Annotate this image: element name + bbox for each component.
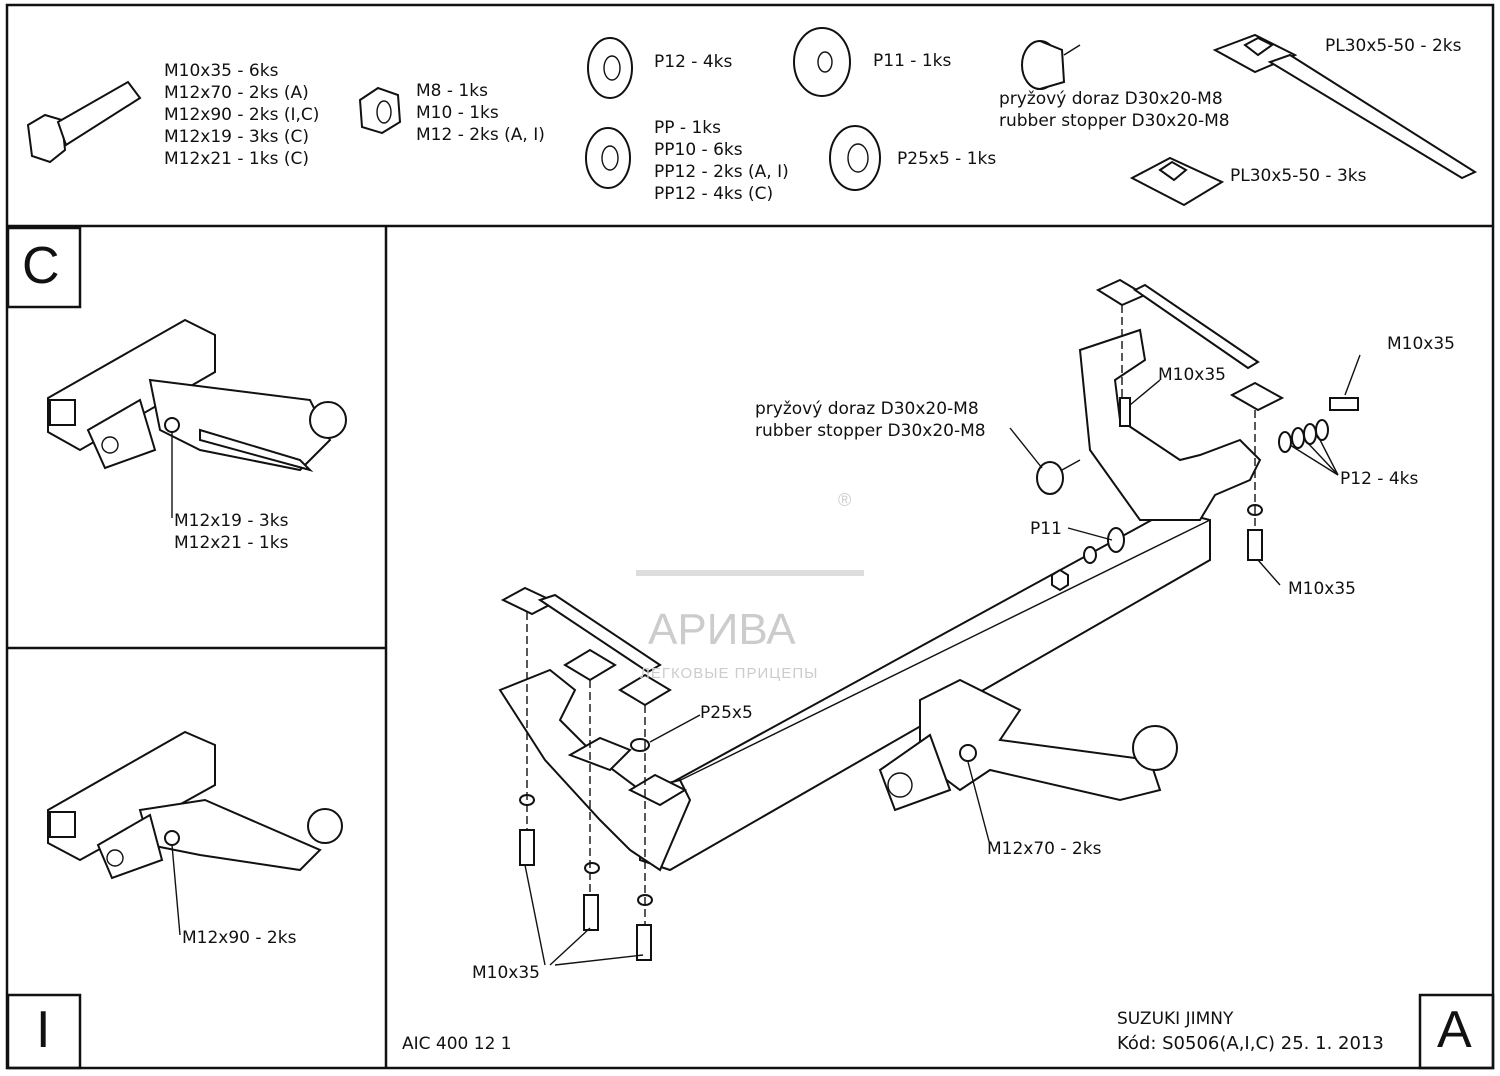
washer-pp-item: PP - 1ks (654, 118, 721, 138)
product-code: Kód: S0506(A,I,C) 25. 1. 2013 (1117, 1033, 1384, 1054)
washer-p12-label: P12 - 4ks (654, 52, 733, 72)
washer-pp-item: PP10 - 6ks (654, 140, 743, 160)
m10-left-label: M10x35 (472, 963, 540, 983)
plate-short-label: PL30x5-50 - 3ks (1230, 166, 1367, 186)
watermark-rule (636, 570, 864, 576)
towbar-variant-i (47, 730, 343, 936)
bolt-icon (26, 80, 142, 164)
drawing-number: AIC 400 12 1 (402, 1034, 512, 1054)
m10-right-label: M10x35 (1387, 334, 1455, 354)
p12-label: P12 - 4ks (1340, 469, 1419, 489)
nut-icon (358, 86, 402, 135)
plate-long-label: PL30x5-50 - 2ks (1325, 36, 1462, 56)
bolt-item: M12x19 - 3ks (C) (164, 127, 309, 147)
towbar-variant-c (47, 318, 347, 518)
p25-label: P25x5 (700, 703, 753, 723)
vehicle-name: SUZUKI JIMNY (1117, 1009, 1234, 1029)
main-stopper-cz: pryžový doraz D30x20-M8 (755, 399, 979, 419)
main-stopper-en: rubber stopper D30x20-M8 (755, 421, 986, 441)
nut-list: M8 - 1ks M10 - 1ks M12 - 2ks (A, I) (416, 80, 545, 146)
washer-p12-icon (587, 37, 633, 99)
main-stopper-label: pryžový doraz D30x20-M8 rubber stopper D… (755, 398, 986, 442)
washer-p25-label: P25x5 - 1ks (897, 149, 997, 169)
bolt-list: M10x35 - 6ks M12x70 - 2ks (A) M12x90 - 2… (164, 60, 319, 170)
rubber-stopper-icon (1021, 40, 1081, 90)
nut-item: M12 - 2ks (A, I) (416, 125, 545, 145)
watermark-dealer-sub: ЛЕГКОВЫЕ ПРИЦЕПЫ (640, 665, 819, 682)
stopper-label-en: rubber stopper D30x20-M8 (999, 111, 1230, 131)
m10-lower-right-label: M10x35 (1288, 579, 1356, 599)
washer-pp-item: PP12 - 2ks (A, I) (654, 162, 789, 182)
washer-p11-icon (793, 27, 851, 97)
m12x70-label: M12x70 - 2ks (987, 839, 1102, 859)
washer-pp-list: PP - 1ks PP10 - 6ks PP12 - 2ks (A, I) PP… (654, 117, 789, 205)
frame (5, 3, 1495, 1070)
variant-i-letter: I (36, 1001, 51, 1059)
variant-c-label: M12x19 - 3ks (174, 511, 289, 531)
watermark-registered: ® (838, 490, 852, 510)
plate-short-icon (1129, 156, 1225, 207)
bolt-item: M10x35 - 6ks (164, 61, 279, 81)
washer-pp-item: PP12 - 4ks (C) (654, 184, 774, 204)
watermark-dealer: АРИВА (648, 605, 796, 654)
stopper-label-cz: pryžový doraz D30x20-M8 (999, 89, 1223, 109)
washer-pp-icon (585, 127, 631, 189)
washer-p25-icon (829, 125, 881, 191)
nut-item: M10 - 1ks (416, 103, 499, 123)
variant-c-label: M12x21 - 1ks (174, 533, 289, 553)
bolt-item: M12x21 - 1ks (C) (164, 149, 309, 169)
plate-long-icon (1212, 33, 1478, 180)
variant-a-letter: A (1437, 1001, 1472, 1059)
bolt-item: M12x90 - 2ks (I,C) (164, 105, 320, 125)
variant-i-label: M12x90 - 2ks (182, 928, 297, 948)
variant-c-letter: C (22, 237, 60, 295)
washer-p11-label: P11 - 1ks (873, 51, 952, 71)
stopper-label: pryžový doraz D30x20-M8 rubber stopper D… (999, 88, 1230, 132)
p11-label: P11 (1030, 519, 1062, 539)
nut-item: M8 - 1ks (416, 81, 488, 101)
variant-c-labels: M12x19 - 3ks M12x21 - 1ks (174, 510, 288, 554)
towbar-main-assembly (498, 278, 1361, 966)
bolt-item: M12x70 - 2ks (A) (164, 83, 309, 103)
m10-top-label: M10x35 (1158, 365, 1226, 385)
